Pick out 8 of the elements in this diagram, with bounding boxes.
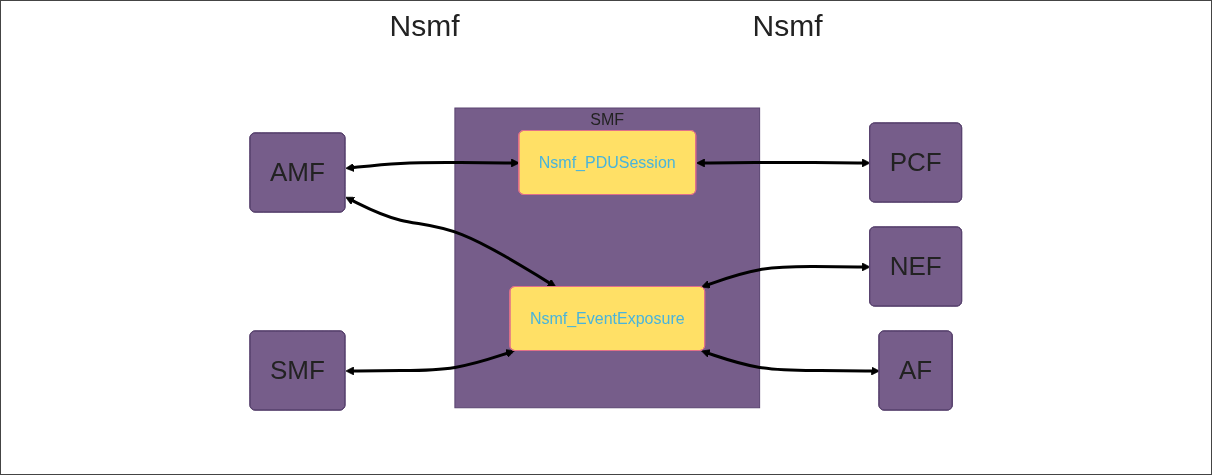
interface-label: Nsmf [389,9,460,43]
interface-label: Nsmf [752,9,823,43]
arrow [345,158,520,172]
arrow [701,262,871,288]
arrow [701,348,881,375]
arrow [345,348,515,375]
arrow [696,158,871,167]
arrow [345,196,557,287]
